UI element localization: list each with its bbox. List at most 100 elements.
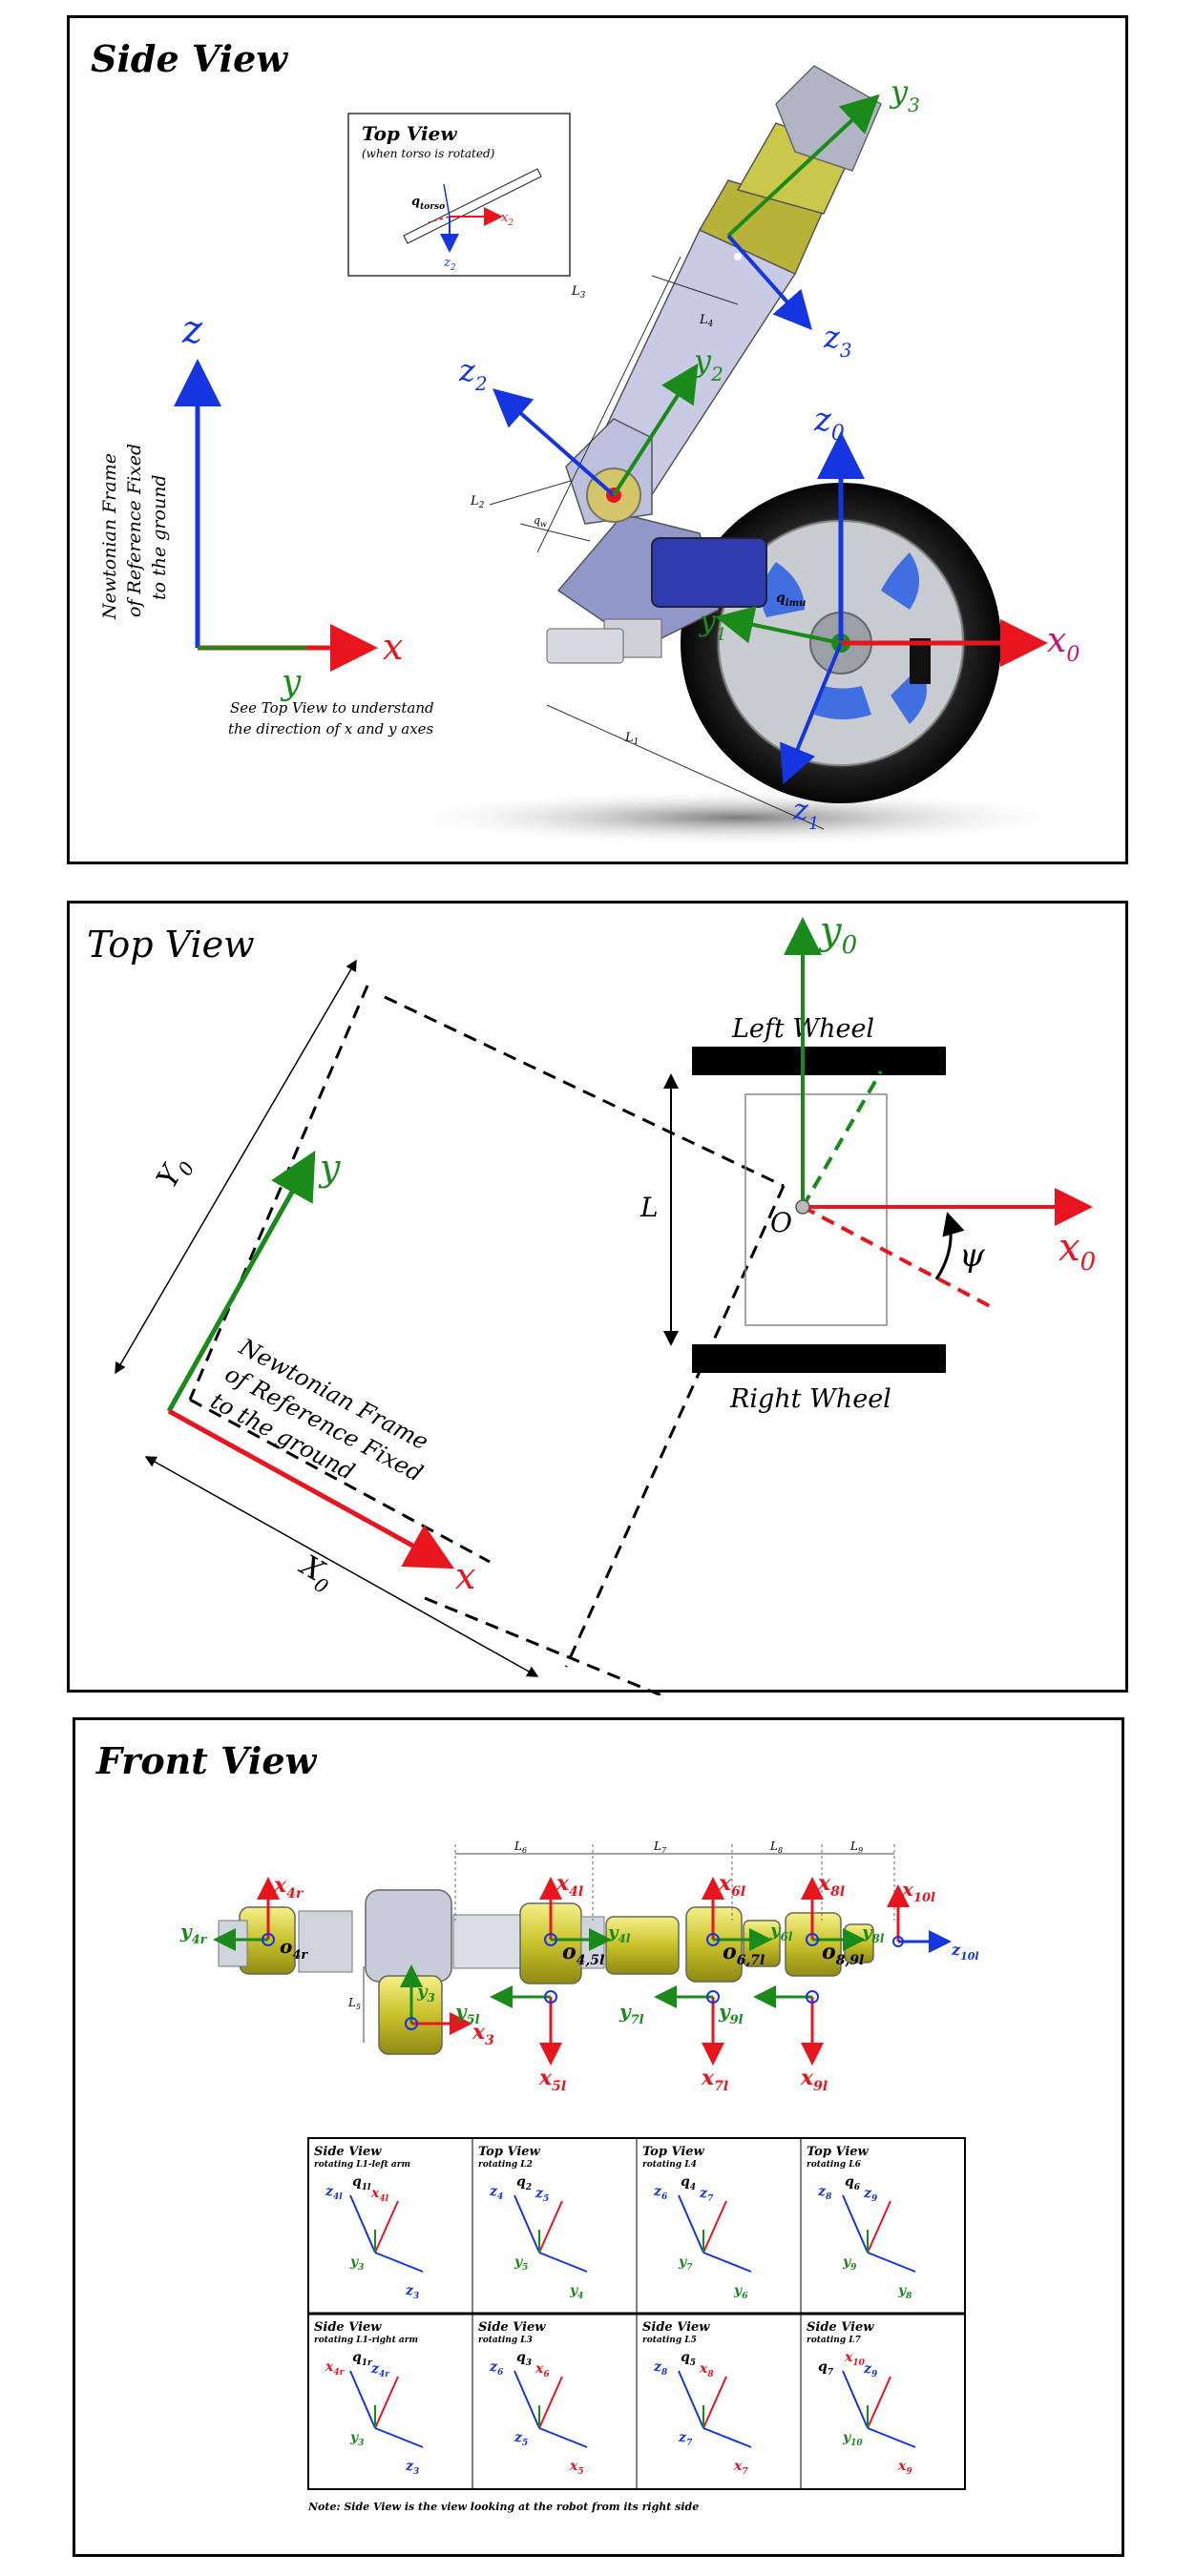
grid-label-z4-1: z4 (489, 2184, 503, 2202)
dim-L1: L1 (624, 731, 639, 747)
grid-label-q4-2: q4 (681, 2174, 696, 2192)
label-x10l: x10l (901, 1878, 935, 1905)
grid-label-z7-6: z7 (678, 2430, 693, 2448)
grid-label-z4r-4: z4r (370, 2361, 390, 2379)
dim-L7: L7 (653, 1839, 667, 1855)
grid-label-x7-6: x7 (733, 2459, 748, 2477)
rotation-axis-1 (374, 2200, 399, 2254)
front-view-diagram: Front View L6 L7 L8 L9 L5 (95, 1739, 979, 2513)
front-note: Note: Side View is the view looking at t… (307, 2501, 699, 2513)
dim-L2: L2 (470, 494, 485, 510)
rotation-axis-1 (867, 2200, 891, 2254)
dim-X0-line (144, 1456, 539, 1677)
dim-L9: L9 (849, 1839, 863, 1855)
front-axis-labels: x4r y4r o4r y3 x3 x4l o4,5l y4l y5l x5l … (179, 1871, 979, 2094)
label-o89l: o8,9l (822, 1940, 864, 1968)
grid-label-q2-1: q2 (516, 2174, 532, 2192)
label-x3: x3 (472, 2020, 494, 2048)
rotation-cell-subtitle: rotating L2 (478, 2160, 533, 2170)
axis-y1: y1 (698, 605, 726, 645)
grid-label-z5-1: z5 (535, 2186, 549, 2204)
grid-label-z6-2: z6 (653, 2184, 668, 2202)
rotation-axis-3 (374, 2427, 424, 2448)
front-axes (213, 1877, 952, 2066)
axis-y3: y3 (889, 73, 920, 116)
axis-z1: z1 (792, 794, 819, 834)
label-x4r: x4r (273, 1873, 304, 1901)
y0-label: y0 (818, 909, 857, 960)
grid-label-y5-1: y5 (514, 2254, 528, 2273)
inset-top-view: Top View (when torso is rotated) qtorso … (347, 113, 571, 277)
label-o67l: o6,7l (723, 1940, 765, 1968)
axis-y2: y2 (692, 343, 723, 385)
grid-label-y3-0: y3 (349, 2254, 364, 2273)
frame-y-label: y (280, 663, 302, 702)
rotation-cell-subtitle: rotating L5 (642, 2336, 697, 2345)
rotation-axis-3 (702, 2427, 752, 2448)
grid-label-z7-2: z7 (699, 2186, 714, 2204)
note-line2: the direction of x and y axes (228, 720, 434, 737)
label-o4r: o4r (280, 1935, 308, 1963)
rotation-cell-subtitle: rotating L1-left arm (314, 2160, 410, 2170)
label-y5l: y5l (454, 2000, 480, 2027)
frame-x-axis (167, 1408, 455, 1569)
grid-label-x4l-0: x4l (370, 2186, 389, 2204)
psi-label: ψ (959, 1236, 985, 1275)
top-view-diagram: Top View Y0 X0 y x Newtonian Frame of Re… (87, 909, 1096, 1695)
grid-label-x6-5: x6 (535, 2361, 550, 2379)
rotation-cell-title: Top View (478, 2145, 541, 2159)
label-y4r: y4r (179, 1920, 208, 1947)
grid-label-z9-3: z9 (863, 2186, 878, 2204)
side-view-panel: Side View Top View (when torso is rotate… (67, 15, 1128, 864)
dim-L3: L3 (571, 284, 586, 301)
grid-label-y10-7: y10 (842, 2430, 863, 2448)
grid-label-y8-3: y8 (897, 2283, 912, 2301)
label-y8l: y8l (861, 1922, 885, 1945)
grid-label-q5-6: q5 (681, 2350, 696, 2368)
label-z10l: z10l (951, 1941, 979, 1963)
dim-Y0-line (115, 959, 357, 1375)
rotation-axis-0 (514, 2370, 540, 2429)
rotation-axis-0 (842, 2194, 869, 2254)
x0-rotated-dashed (802, 1205, 991, 1308)
label-y3: y3 (416, 1982, 435, 2005)
grid-label-y3-4: y3 (349, 2430, 364, 2448)
grid-label-q7-7: q7 (818, 2359, 834, 2378)
grid-label-y9-3: y9 (842, 2254, 857, 2273)
top-view-panel: Top View Y0 X0 y x Newtonian Frame of Re… (67, 901, 1128, 1695)
grid-label-x4r-4: x4r (325, 2359, 346, 2378)
inset-q-label: qtorso (411, 195, 445, 212)
rotation-axis-3 (538, 2427, 588, 2448)
label-y7l: y7l (618, 2000, 644, 2027)
origin-label: O (770, 1207, 792, 1238)
label-y6l: y6l (769, 1921, 793, 1943)
dim-L4: L4 (699, 313, 714, 329)
rotation-axis-3 (538, 2252, 588, 2273)
dimension-lines (489, 256, 825, 830)
frame-label-line1: Newtonian Frame (99, 453, 120, 620)
rotation-cell-title: Side View (314, 2320, 382, 2335)
rotation-axis-1 (702, 2200, 727, 2254)
rotation-axis-3 (702, 2252, 752, 2273)
label-y4l: y4l (607, 1922, 631, 1945)
dim-Y0: Y0 (151, 1150, 199, 1195)
grid-label-z3-4: z3 (405, 2459, 419, 2477)
rotation-cell-title: Side View (314, 2145, 382, 2159)
label-x6l: x6l (718, 1871, 745, 1900)
rotation-cell-subtitle: rotating L3 (478, 2336, 533, 2345)
grid-label-z4l-0: z4l (325, 2184, 343, 2202)
rotation-axis-3 (867, 2252, 916, 2273)
y0-rotated-dashed (801, 1070, 883, 1209)
side-view-diagram: Side View Top View (when torso is rotate… (91, 37, 1081, 846)
inset-title: Top View (362, 122, 457, 145)
robot-axes (492, 93, 1048, 785)
rotation-cell-title: Top View (807, 2145, 870, 2159)
grid-label-y6-2: y6 (733, 2283, 748, 2301)
q-w-label: qw (534, 514, 547, 529)
grid-label-q3-5: q3 (516, 2350, 532, 2368)
grid-label-x8-6: x8 (699, 2361, 714, 2379)
